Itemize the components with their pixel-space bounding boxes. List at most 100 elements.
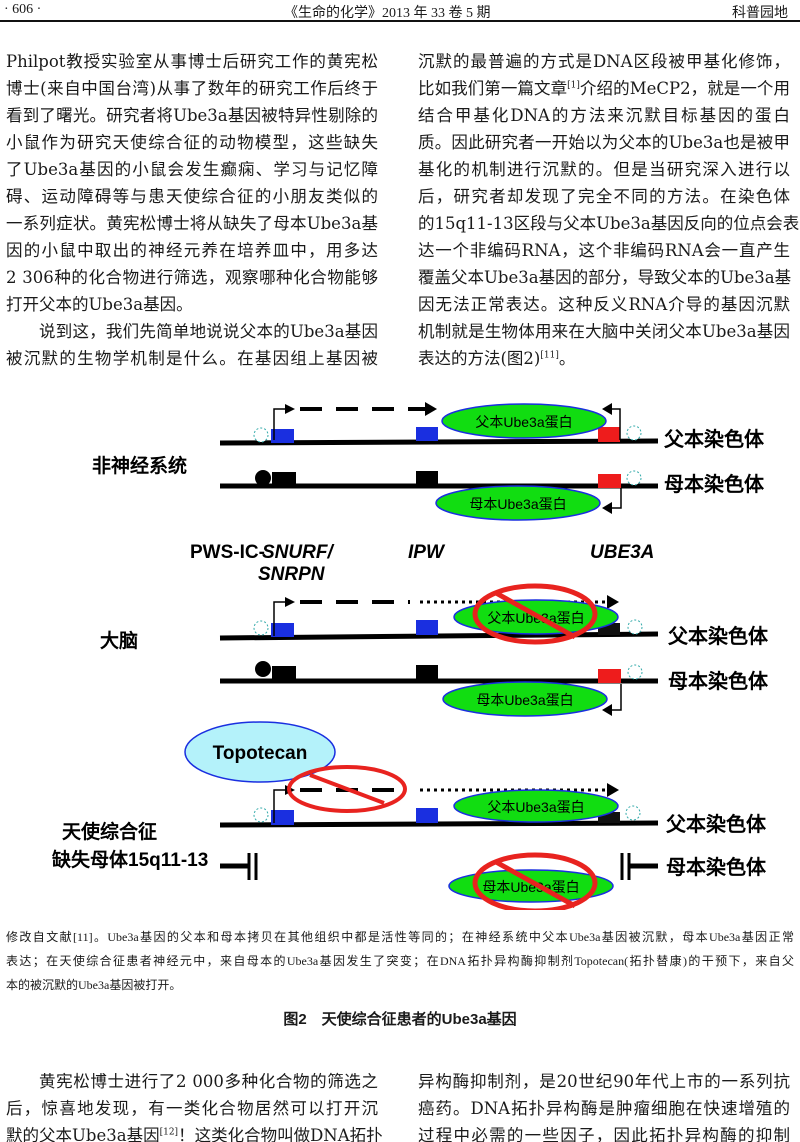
text-line: 后，惊喜地发现，有一类化合物居然可以打开沉	[6, 1095, 378, 1122]
text-segment: 看到了曙光。研究者将Ube3a基因被特异性剔除的	[6, 106, 378, 125]
text-line: 结合甲基化DNA的方法来沉默目标基因的蛋白	[418, 102, 790, 129]
row-label-deletion: 缺失母体15q11-13	[52, 848, 208, 871]
text-segment: 本的被沉默的Ube3a基因被打开。	[6, 978, 182, 992]
text-segment: 结合甲基化DNA的方法来沉默目标基因的蛋白	[418, 106, 790, 125]
gene-label-snurf: SNURF/	[262, 542, 334, 563]
text-segment: 覆盖父本Ube3a基因的部分，导致父本的Ube3a基	[418, 268, 792, 287]
chromosome-label: 母本染色体	[664, 472, 765, 496]
figure-title: 图2 天使综合征患者的Ube3a基因	[283, 1011, 517, 1028]
chromosome-label: 父本染色体	[665, 812, 767, 836]
protein-label: 母本Ube3a蛋白	[482, 879, 579, 895]
text-segment: 基化的机制进行沉默的。但是当研究深入进行以	[418, 160, 790, 179]
text-segment: 默的父本Ube3a基因	[6, 1126, 160, 1142]
gene-label-ipw: IPW	[408, 542, 446, 563]
text-line: 默的父本Ube3a基因[12]！这类化合物叫做DNA拓扑	[6, 1122, 383, 1142]
text-segment: 后，惊喜地发现，有一类化合物居然可以打开沉	[6, 1099, 378, 1118]
panel3-maternal-deletion: 母本Ube3a蛋白 母本染色体	[220, 852, 767, 910]
body-text-bottom-right: 异构酶抑制剂，是20世纪90年代上市的一系列抗癌药。DNA拓扑异构酶是肿瘤细胞在…	[418, 1068, 790, 1142]
ube3a-exon	[598, 427, 620, 442]
text-line: 了Ube3a基因的小鼠会发生癫痫、学习与记忆障	[6, 156, 378, 183]
prohibition-icon	[287, 765, 407, 813]
text-line: 黄宪松博士进行了2 000多种化合物的筛选之	[6, 1068, 378, 1095]
text-line: 表达；在天使综合征患者神经元中，来自母本的Ube3a基因发生了突变；在DNA拓扑…	[6, 949, 794, 973]
text-line: 机制就是生物体用来在大脑中关闭父本Ube3a基因	[418, 318, 790, 345]
protein-label: 父本Ube3a蛋白	[487, 799, 584, 815]
text-segment: 被沉默的生物学机制是什么。在基因组上基因被	[6, 349, 378, 368]
text-segment: 沉默的最普遍的方式是DNA区段被甲基化修饰，	[418, 52, 790, 71]
text-line: 被沉默的生物学机制是什么。在基因组上基因被	[6, 345, 378, 372]
body-text-top-right: 沉默的最普遍的方式是DNA区段被甲基化修饰， 比如我们第一篇文章[1]介绍的MeC…	[418, 48, 799, 372]
text-segment: 介绍的MeCP2，就是一个用	[579, 79, 791, 98]
gene-label-snrpn: SNRPN	[258, 564, 326, 585]
text-line: 异构酶抑制剂，是20世纪90年代上市的一系列抗	[418, 1068, 790, 1095]
text-line: 因无法正常表达。这种反义RNA介导的基因沉默	[418, 291, 790, 318]
text-line: 小鼠作为研究天使综合征的动物模型，这些缺失	[6, 129, 378, 156]
text-segment: 一系列症状。黄宪松博士将从缺失了母本Ube3a基	[6, 214, 378, 233]
text-segment: 比如我们第一篇文章	[418, 79, 568, 98]
text-line: 2 306种的化合物进行筛选，观察哪种化合物能够	[6, 264, 378, 291]
text-segment: 后，研究者却发现了完全不同的方法。在染色体	[418, 187, 790, 206]
text-segment: 质。因此研究者一开始以为父本的Ube3a也是被甲	[418, 133, 790, 152]
text-segment: ！这类化合物叫做DNA拓扑	[178, 1126, 383, 1142]
chromosome-label: 父本染色体	[663, 427, 765, 451]
text-segment: 黄宪松博士进行了2 000多种化合物的筛选之	[39, 1072, 378, 1091]
text-line: 打开父本的Ube3a基因。	[6, 291, 378, 318]
text-segment: 碍、运动障碍等与患天使综合征的小朋友类似的	[6, 187, 378, 206]
citation-ref: [11]	[540, 350, 559, 361]
text-segment: 表达的方法(图2)	[418, 349, 541, 368]
text-segment: 过程中必需的一些因子，因此拓扑异构酶的抑制	[418, 1126, 790, 1142]
gene-labels: PWS-IC- SNURF/ SNRPN IPW UBE3A	[190, 542, 654, 585]
text-segment: 异构酶抑制剂，是20世纪90年代上市的一系列抗	[418, 1072, 790, 1091]
text-segment: 博士(来自中国台湾)从事了数年的研究工作后终于	[6, 79, 378, 98]
citation-ref: [1]	[567, 80, 580, 91]
section-name: 科普园地	[732, 6, 788, 21]
text-line: 博士(来自中国台湾)从事了数年的研究工作后终于	[6, 75, 378, 102]
text-segment: 打开父本的Ube3a基因。	[6, 295, 193, 314]
text-segment: 2 306种的化合物进行筛选，观察哪种化合物能够	[6, 268, 378, 287]
panel1-maternal-chromosome: 母本Ube3a蛋白 母本染色体	[220, 470, 765, 521]
chromosome-label: 母本染色体	[666, 855, 767, 879]
text-line: 后，研究者却发现了完全不同的方法。在染色体	[418, 183, 790, 210]
prohibition-icon	[472, 852, 598, 910]
chromosome-label: 父本染色体	[667, 624, 769, 648]
text-line: 达一个非编码RNA，这个非编码RNA会一直产生	[418, 237, 790, 264]
citation-ref: [12]	[159, 1127, 179, 1138]
text-line: 说到这，我们先简单地说说父本的Ube3a基因	[6, 318, 378, 345]
text-line: 癌药。DNA拓扑异构酶是肿瘤细胞在快速增殖的	[418, 1095, 790, 1122]
row-label-non-neural: 非神经系统	[92, 454, 187, 477]
text-line: Philpot教授实验室从事博士后研究工作的黄宪松	[6, 48, 378, 75]
panel3-paternal-chromosome: 父本Ube3a蛋白 父本染色体	[219, 765, 767, 836]
text-line: 一系列症状。黄宪松博士将从缺失了母本Ube3a基	[6, 210, 378, 237]
text-segment: 表达；在天使综合征患者神经元中，来自母本的Ube3a基因发生了突变；在DNA拓扑…	[6, 954, 794, 968]
panel1-paternal-chromosome: 父本Ube3a蛋白 父本染色体	[219, 402, 765, 451]
ipw-exon	[416, 427, 438, 441]
body-text-top-left: Philpot教授实验室从事博士后研究工作的黄宪松博士(来自中国台湾)从事了数年…	[6, 48, 378, 372]
row-label-angelman: 天使综合征	[62, 820, 157, 843]
protein-label: 父本Ube3a蛋白	[475, 414, 572, 430]
text-line: 看到了曙光。研究者将Ube3a基因被特异性剔除的	[6, 102, 378, 129]
gene-label-ube3a: UBE3A	[590, 542, 654, 563]
text-segment: 达一个非编码RNA，这个非编码RNA会一直产生	[418, 241, 790, 260]
text-line: 因的小鼠中取出的神经元养在培养皿中，用多达	[6, 237, 378, 264]
drug-label: Topotecan	[213, 743, 308, 764]
topotecan-drug: Topotecan	[184, 721, 336, 783]
text-line: 覆盖父本Ube3a基因的部分，导致父本的Ube3a基	[418, 264, 792, 291]
text-line: 修改自文献[11]。Ube3a基因的父本和母本拷贝在其他组织中都是活性等同的；在…	[6, 925, 794, 949]
text-line: 碍、运动障碍等与患天使综合征的小朋友类似的	[6, 183, 378, 210]
text-segment: 机制就是生物体用来在大脑中关闭父本Ube3a基因	[418, 322, 790, 341]
text-segment: 因的小鼠中取出的神经元养在培养皿中，用多达	[6, 241, 378, 260]
text-segment: 癌药。DNA拓扑异构酶是肿瘤细胞在快速增殖的	[418, 1099, 790, 1118]
text-segment: 了Ube3a基因的小鼠会发生癫痫、学习与记忆障	[6, 160, 378, 179]
text-line: 基化的机制进行沉默的。但是当研究深入进行以	[418, 156, 790, 183]
text-segment: 因无法正常表达。这种反义RNA介导的基因沉默	[418, 295, 790, 314]
panel2-maternal-chromosome: 母本Ube3a蛋白 母本染色体	[220, 661, 769, 717]
text-line: 本的被沉默的Ube3a基因被打开。	[6, 973, 794, 997]
text-segment: 修改自文献[11]。Ube3a基因的父本和母本拷贝在其他组织中都是活性等同的；在…	[6, 930, 794, 944]
text-segment: 说到这，我们先简单地说说父本的Ube3a基因	[39, 322, 378, 341]
figure-2-diagram: 非神经系统 大脑 天使综合征 缺失母体15q11-13 父本Ube3a蛋白 父本…	[52, 402, 769, 910]
chromosome-label: 母本染色体	[668, 669, 769, 693]
journal-title: 《生命的化学》2013 年 33 卷 5 期	[284, 6, 491, 21]
text-line: 质。因此研究者一开始以为父本的Ube3a也是被甲	[418, 129, 790, 156]
gene-label-pws-ic: PWS-IC-	[190, 542, 265, 563]
